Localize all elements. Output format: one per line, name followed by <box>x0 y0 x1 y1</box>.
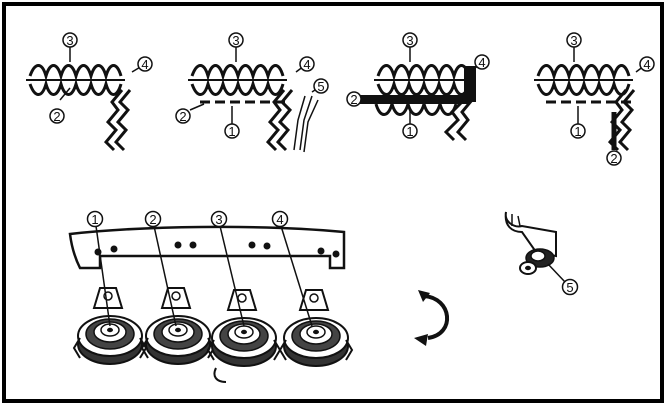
callout-2: 2 <box>175 108 191 124</box>
svg-text:3: 3 <box>66 33 73 48</box>
callout-3: 3 <box>402 32 418 48</box>
top-panel-3: 3 4 2 1 <box>346 32 490 142</box>
svg-text:4: 4 <box>303 57 310 72</box>
rotate-arrow-icon <box>414 290 449 346</box>
callout-1: 1 <box>402 123 418 139</box>
svg-text:2: 2 <box>350 92 357 107</box>
svg-text:4: 4 <box>276 212 283 227</box>
svg-text:1: 1 <box>91 212 98 227</box>
svg-text:2: 2 <box>610 151 617 166</box>
callout-3: 3 <box>210 210 228 228</box>
callout-3: 3 <box>228 32 244 48</box>
callout-4: 4 <box>474 54 490 70</box>
svg-text:2: 2 <box>149 212 156 227</box>
callout-5: 5 <box>313 78 329 94</box>
svg-text:3: 3 <box>215 212 222 227</box>
bracket-icon <box>504 211 557 258</box>
small-arrow-icon <box>213 367 227 383</box>
callout-1: 1 <box>86 210 104 228</box>
svg-text:1: 1 <box>406 124 413 139</box>
svg-text:2: 2 <box>179 109 186 124</box>
svg-text:3: 3 <box>570 33 577 48</box>
top-panel-1: 3 4 2 <box>24 32 153 152</box>
svg-text:4: 4 <box>478 55 485 70</box>
top-panel-4: 3 4 1 2 <box>532 32 655 166</box>
callout-2: 2 <box>49 108 65 124</box>
svg-text:1: 1 <box>228 124 235 139</box>
callout-1: 1 <box>570 123 586 139</box>
svg-text:4: 4 <box>643 57 650 72</box>
svg-text:1: 1 <box>574 124 581 139</box>
thread-guide-bar <box>68 225 346 270</box>
callout-2: 2 <box>144 210 162 228</box>
svg-text:3: 3 <box>406 33 413 48</box>
svg-text:5: 5 <box>317 79 324 94</box>
callout-4: 4 <box>271 210 289 228</box>
svg-text:5: 5 <box>566 280 573 295</box>
callout-4: 4 <box>299 56 315 72</box>
callout-2: 2 <box>346 91 362 107</box>
callout-4: 4 <box>639 56 655 72</box>
callout-3: 3 <box>62 32 78 48</box>
svg-text:2: 2 <box>53 109 60 124</box>
callout-4: 4 <box>137 56 153 72</box>
callout-5: 5 <box>561 278 579 296</box>
svg-text:4: 4 <box>141 57 148 72</box>
callout-3: 3 <box>566 32 582 48</box>
callout-1: 1 <box>224 123 240 139</box>
top-panel-2: 3 4 5 2 1 <box>175 32 329 153</box>
callout-2: 2 <box>606 150 622 166</box>
svg-text:3: 3 <box>232 33 239 48</box>
bracket-assembly: 5 <box>504 211 579 296</box>
